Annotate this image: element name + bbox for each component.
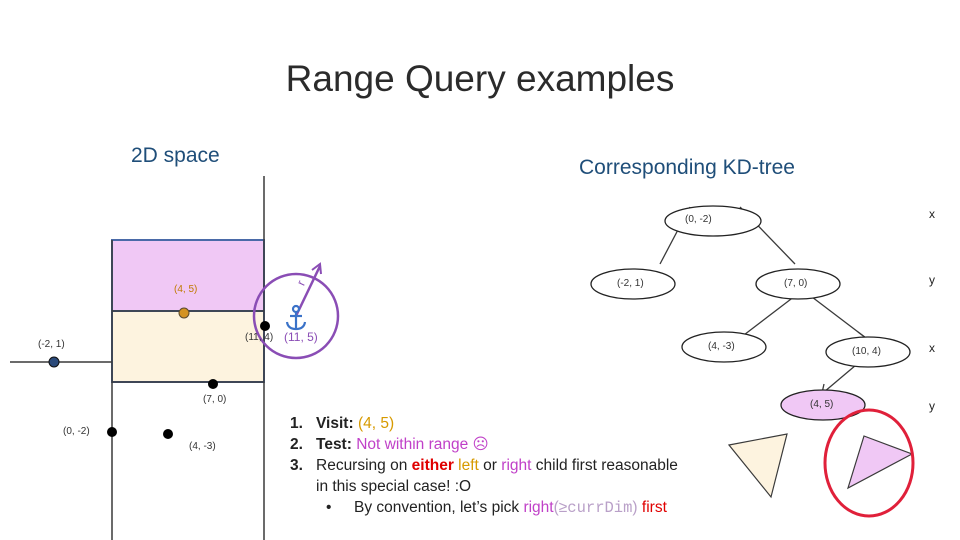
tree-edge — [823, 364, 857, 393]
steps-list: 1. Visit: (4, 5) 2. Test: Not within ran… — [290, 413, 678, 519]
label-neg2-1: (-2, 1) — [38, 339, 65, 350]
slide-title: Range Query examples — [285, 58, 675, 99]
point-neg2-1 — [48, 356, 60, 368]
right-heading: Corresponding KD-tree — [579, 156, 795, 179]
point-11-4 — [260, 321, 270, 331]
label-11-4: (11, 4) — [245, 332, 274, 343]
label-4-5: (4, 5) — [174, 284, 198, 295]
tree-label-l3: (4, 5) — [810, 399, 834, 410]
tree-node-root — [664, 205, 762, 237]
query-point-label: (11, 5) — [284, 330, 318, 344]
step-visit: 1. Visit: (4, 5) — [290, 415, 395, 432]
label-7-0: (7, 0) — [203, 394, 227, 405]
axis-label-level2: x — [929, 341, 935, 355]
point-7-0 — [208, 379, 218, 389]
axis-label-level3: y — [929, 399, 935, 413]
tree-node-l1-left — [590, 268, 676, 300]
tree-label-l1-right: (7, 0) — [784, 278, 808, 289]
tree-edge — [739, 295, 796, 339]
axis-label-level1: y — [929, 273, 935, 287]
tree-label-root: (0, -2) — [685, 214, 712, 225]
left-heading: 2D space — [131, 144, 220, 167]
step-recurse-cont: in this special case! :O — [316, 478, 472, 495]
frown-icon: ☹ — [472, 436, 489, 453]
anchor-icon — [285, 304, 307, 331]
tree-edge — [811, 296, 867, 339]
tree-node-l2-right — [825, 336, 911, 368]
point-4-neg3 — [163, 429, 173, 439]
label-4-neg3: (4, -3) — [189, 441, 216, 452]
cream-region — [111, 310, 265, 383]
radius-arrowhead — [311, 262, 322, 275]
axis-label-level0: x — [929, 207, 935, 221]
radius-line — [294, 265, 322, 317]
tree-node-l2-left — [681, 331, 767, 363]
step-recurse: 3. Recursing on either left or right chi… — [290, 457, 678, 474]
tree-node-l1-right — [755, 268, 841, 300]
point-0-neg2 — [107, 427, 117, 437]
tree-label-l2-right: (10, 4) — [852, 346, 881, 357]
highlight-circle — [823, 408, 915, 518]
tree-node-l3 — [780, 389, 866, 421]
pink-region — [111, 239, 265, 312]
right-triangle — [846, 435, 914, 490]
point-4-5 — [178, 307, 190, 319]
left-triangle — [727, 433, 788, 499]
step-sub-bullet: • By convention, let’s pick right(≥currD… — [326, 499, 667, 517]
label-0-neg2: (0, -2) — [63, 426, 90, 437]
tree-label-l1-left: (-2, 1) — [617, 278, 644, 289]
query-circle — [252, 272, 340, 360]
step-test: 2. Test: Not within range ☹ — [290, 436, 489, 453]
tree-label-l2-left: (4, -3) — [708, 341, 735, 352]
